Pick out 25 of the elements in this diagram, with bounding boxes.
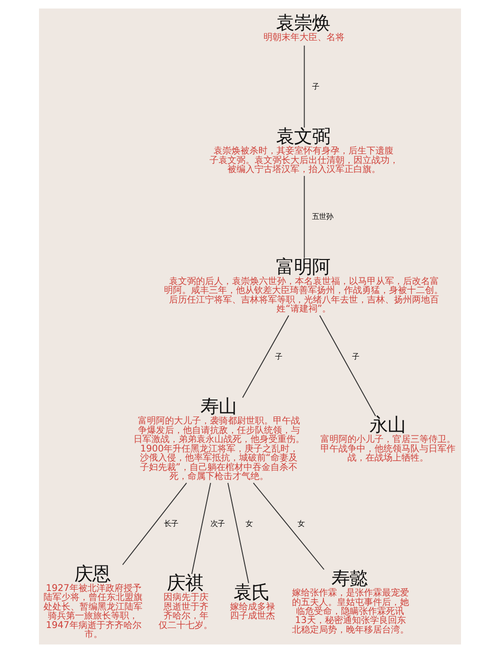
node-text: 永山 富明阿的小儿子，官居三等侍卫。甲午战争中，他统领马队与日军作战，在战场上牺牲。	[320, 414, 456, 464]
connector	[304, 175, 305, 259]
edge-label: 子	[352, 352, 359, 361]
node-text: 袁氏 嫁给成多禄四子成世杰	[230, 582, 275, 622]
edge-label: 女	[246, 519, 253, 528]
connector	[319, 315, 376, 417]
edge-label: 五世孙	[312, 212, 334, 222]
edge-label: 子	[312, 82, 320, 91]
edge-label: 长子	[164, 519, 178, 528]
connector	[122, 482, 188, 566]
node-text: 袁崇焕 明朝末年大臣、名将	[264, 12, 345, 43]
edge-label: 次子	[210, 519, 224, 528]
node-text: 寿懿 嫁给张作霖，是张作霖最宠爱的五夫人。皇姑屯事件后，她临危受命，隐瞒张作霖死讯13天，秘密通知张学良回东北稳定局势，晚年移居台湾。	[292, 568, 409, 636]
connector	[227, 482, 250, 584]
node-text: 寿山 富明阿的大儿子，袭骑都尉世职。甲午战争爆发后，他自请抗敌，任步队统领，与日军激战，弟弟袁永山战死，他身受重伤。1900年升任黑龙江将军，庚子之乱时，沙俄入侵，他率军抵抗，城破前“命妻及子妇先裁”，自己躺在棺材中吞金自杀不死，命属下枪击才气绝。	[133, 396, 304, 482]
node-text: 袁文弼 袁崇焕被杀时，其妾室怀有身孕，后生下遗腹子袁文弼。袁文弼长大后出仕清朝，因立战功，被编入宁古塔汉军，抬入汉军正白旗。	[210, 126, 399, 176]
connector	[242, 315, 290, 398]
node-text: 庆恩 1927年被北洋政府授予陆军少将，曾任东北盟旗处处长、暂编黑龙江陆军骑兵第一旅旅长等职，1947年病逝于齐齐哈尔市。	[44, 564, 143, 640]
node-text: 庆祺 因病先于庆恩逝世于齐齐哈尔，年仅二十七岁。	[158, 573, 213, 631]
connector	[252, 482, 324, 570]
edge-label: 子	[275, 352, 282, 361]
node-text: 富明阿 袁文弼的后人，袁崇焕六世孙，本名袁世福，以马甲从军，后改名富明阿。咸丰三年，他从钦差大臣琦善军扬州，作战勇猛，身被十二创。后历任江宁将军、吉林将军等职，光绪八年去世，吉林、扬州两地百姓“请建祠”。	[164, 256, 444, 315]
connector	[304, 45, 305, 128]
edge-label: 女	[297, 519, 304, 528]
connector	[191, 482, 212, 574]
